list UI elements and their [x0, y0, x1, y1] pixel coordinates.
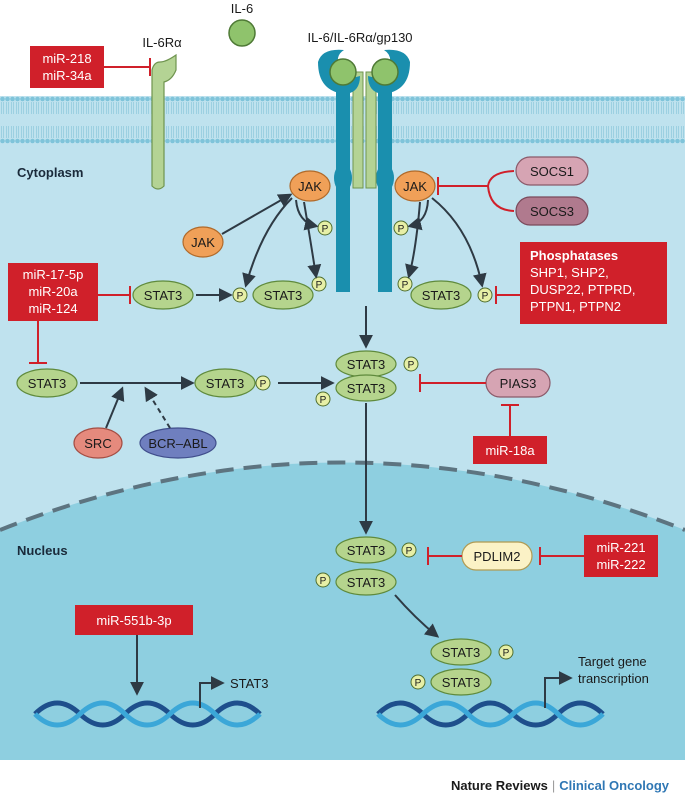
svg-text:SOCS1: SOCS1	[530, 164, 574, 179]
stat3-phosphorylated-left: STAT3	[252, 280, 314, 310]
il6-ligand	[228, 19, 256, 47]
stat3-phosphorylated-right: STAT3	[410, 280, 472, 310]
svg-text:BCR–ABL: BCR–ABL	[148, 436, 207, 451]
stat3-dimer-dna-bound: STAT3 STAT3 P P	[410, 638, 514, 696]
phospho-site-stat3-c: P	[397, 276, 413, 292]
svg-text:SRC: SRC	[84, 436, 111, 451]
svg-text:SOCS3: SOCS3	[530, 204, 574, 219]
stat3-src-phosphorylated: STAT3 P	[194, 368, 271, 398]
svg-text:P: P	[415, 678, 422, 689]
svg-text:P: P	[503, 648, 510, 659]
svg-text:miR-221: miR-221	[596, 540, 645, 555]
cytoplasm-label: Cytoplasm	[17, 165, 83, 180]
svg-text:P: P	[482, 291, 489, 302]
mir18a-box: miR-18a	[473, 436, 547, 464]
footer-section: Clinical Oncology	[559, 778, 670, 793]
svg-text:STAT3: STAT3	[347, 543, 386, 558]
svg-text:PDLIM2: PDLIM2	[474, 549, 521, 564]
svg-text:STAT3: STAT3	[347, 357, 386, 372]
stat3-dimer-cytoplasm: STAT3 STAT3 P P	[315, 350, 419, 407]
nucleus-region	[0, 462, 685, 760]
dna-helix-right	[376, 700, 605, 728]
jak-free: JAK	[182, 226, 224, 258]
svg-text:miR-222: miR-222	[596, 557, 645, 572]
phospho-site-receptor-right: P	[393, 220, 409, 236]
pias3-node: PIAS3	[485, 368, 551, 398]
svg-text:STAT3: STAT3	[206, 376, 245, 391]
svg-text:PTPN1, PTPN2: PTPN1, PTPN2	[530, 299, 621, 314]
mir17-mir20a-mir124-box: miR-17-5p miR-20a miR-124	[8, 263, 98, 321]
svg-text:miR-551b-3p: miR-551b-3p	[96, 613, 171, 628]
mir551b-box: miR-551b-3p	[75, 605, 193, 635]
target-gene-label-2: transcription	[578, 671, 649, 686]
svg-text:STAT3: STAT3	[422, 288, 461, 303]
target-gene-tss-arrow	[544, 671, 573, 708]
stat3-unphosphorylated: STAT3	[132, 280, 194, 310]
svg-text:STAT3: STAT3	[144, 288, 183, 303]
stat3-src-substrate: STAT3	[16, 368, 78, 398]
svg-text:P: P	[322, 224, 329, 235]
phospho-site-stat3-a: P	[232, 287, 248, 303]
stat3-dimer-nucleus: STAT3 STAT3 P P	[315, 536, 417, 596]
svg-text:DUSP22, PTPRD,: DUSP22, PTPRD,	[530, 282, 635, 297]
src-node: SRC	[73, 427, 123, 459]
nuclear-envelope	[0, 460, 685, 532]
socs3-node: SOCS3	[515, 196, 589, 226]
svg-text:STAT3: STAT3	[442, 645, 481, 660]
complex-label: IL-6/IL-6Rα/gp130	[307, 30, 412, 45]
footer-separator: |	[552, 778, 555, 793]
svg-text:miR-17-5p: miR-17-5p	[23, 267, 84, 282]
svg-text:miR-34a: miR-34a	[42, 68, 92, 83]
il6r-label: IL-6Rα	[142, 35, 182, 50]
svg-text:STAT3: STAT3	[442, 675, 481, 690]
stat3-gene-label: STAT3	[230, 676, 269, 691]
il6r-receptor	[151, 53, 177, 190]
gp130-receptor-complex	[318, 49, 410, 292]
mir221-mir222-box: miR-221 miR-222	[584, 535, 658, 577]
svg-text:P: P	[406, 546, 413, 557]
socs1-node: SOCS1	[515, 156, 589, 186]
svg-text:P: P	[320, 395, 327, 406]
svg-text:JAK: JAK	[298, 179, 322, 194]
jak-left: JAK	[289, 170, 331, 202]
svg-text:STAT3: STAT3	[347, 381, 386, 396]
activation-arrows	[80, 193, 487, 696]
inhibition-lines	[29, 58, 584, 565]
svg-text:JAK: JAK	[191, 235, 215, 250]
svg-text:miR-20a: miR-20a	[28, 284, 78, 299]
svg-text:P: P	[408, 360, 415, 371]
stat3-gene-tss-arrow	[199, 676, 225, 708]
target-gene-label-1: Target gene	[578, 654, 647, 669]
svg-text:P: P	[260, 379, 267, 390]
phospho-site-stat3-b: P	[311, 276, 327, 292]
phosphatases-box: Phosphatases SHP1, SHP2, DUSP22, PTPRD, …	[520, 242, 667, 324]
svg-text:miR-18a: miR-18a	[485, 443, 535, 458]
phospho-site-receptor-left: P	[317, 220, 333, 236]
svg-text:P: P	[316, 280, 323, 291]
footer-credit: Nature Reviews | Clinical Oncology	[451, 778, 670, 793]
pdlim2-node: PDLIM2	[461, 541, 533, 571]
dna-helix-left	[33, 700, 262, 728]
mir218-mir34a-box: miR-218 miR-34a	[30, 46, 104, 88]
svg-text:JAK: JAK	[403, 179, 427, 194]
footer-journal: Nature Reviews	[451, 778, 548, 793]
svg-text:Phosphatases: Phosphatases	[530, 248, 618, 263]
jak-right: JAK	[394, 170, 436, 202]
svg-text:miR-218: miR-218	[42, 51, 91, 66]
svg-text:STAT3: STAT3	[28, 376, 67, 391]
svg-text:P: P	[402, 280, 409, 291]
svg-text:PIAS3: PIAS3	[500, 376, 537, 391]
phospho-site-stat3-d: P	[477, 287, 493, 303]
svg-text:SHP1, SHP2,: SHP1, SHP2,	[530, 265, 609, 280]
svg-text:STAT3: STAT3	[347, 575, 386, 590]
svg-text:P: P	[237, 291, 244, 302]
svg-text:P: P	[398, 224, 405, 235]
svg-text:miR-124: miR-124	[28, 301, 77, 316]
il6-label: IL-6	[231, 1, 253, 16]
nucleus-label: Nucleus	[17, 543, 68, 558]
bcr-abl-node: BCR–ABL	[139, 427, 217, 459]
svg-text:P: P	[320, 576, 327, 587]
svg-text:STAT3: STAT3	[264, 288, 303, 303]
